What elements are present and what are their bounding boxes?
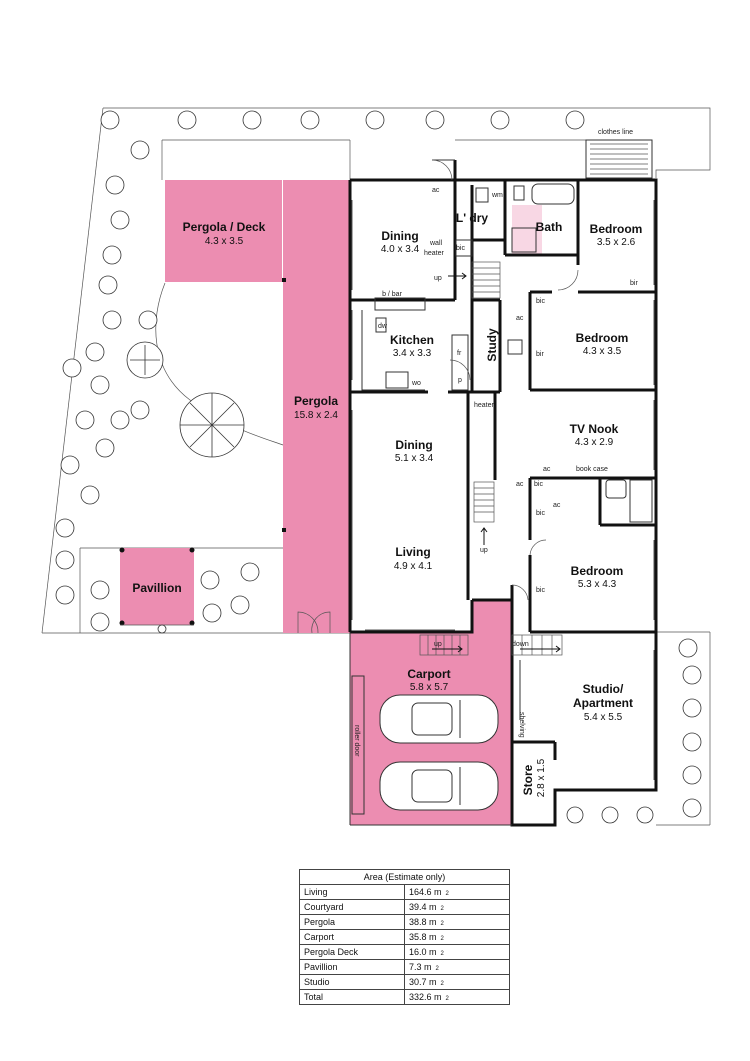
area-label: Courtyard xyxy=(299,899,405,915)
dining-upper-label: Dining xyxy=(381,229,418,243)
kitchen-counter xyxy=(361,297,469,391)
area-value: 38.8 xyxy=(409,917,427,927)
clothes-line: clothes line xyxy=(585,129,653,179)
dw-label: dw xyxy=(378,323,388,330)
bedroom1-label: Bedroom xyxy=(590,222,643,236)
bedroom3-dims: 5.3 x 4.3 xyxy=(578,579,617,590)
bic-label: bic xyxy=(534,481,543,488)
bedroom3-label: Bedroom xyxy=(571,564,624,578)
tree-icon xyxy=(55,110,702,824)
area-value: 16.0 xyxy=(409,947,427,957)
area-label: Pergola Deck xyxy=(299,944,405,960)
area-value: 332.6 xyxy=(409,992,432,1002)
heater-label: heater xyxy=(474,402,495,409)
up-label: up xyxy=(480,547,488,554)
area-value: 35.8 xyxy=(409,932,427,942)
studio-label-line1: Studio/ xyxy=(583,682,624,696)
bic-label: bic xyxy=(456,245,465,252)
carport-label: Carport xyxy=(407,667,450,681)
bedroom1-dims: 3.5 x 2.6 xyxy=(597,237,636,248)
studio-dims: 5.4 x 5.5 xyxy=(584,712,623,723)
dining-lower-label: Dining xyxy=(395,438,432,452)
area-value: 39.4 xyxy=(409,902,427,912)
bic-label: bic xyxy=(536,587,545,594)
pergola-label: Pergola xyxy=(294,394,338,408)
ac-label: ac xyxy=(516,481,524,488)
bic-label: bic xyxy=(536,298,545,305)
pavillion-area xyxy=(120,548,194,625)
area-value: 7.3 xyxy=(409,962,422,972)
bir-label: bir xyxy=(536,351,544,358)
study-label: Study xyxy=(485,328,499,362)
up-label: up xyxy=(434,641,442,648)
shelving-label: shelving xyxy=(518,712,525,738)
b-bar-label: b / bar xyxy=(382,291,403,298)
pergola-dims: 15.8 x 2.4 xyxy=(294,410,338,421)
ac-label: ac xyxy=(516,315,524,322)
up-label: up xyxy=(434,275,442,282)
pergola-area xyxy=(283,180,350,633)
car-icon xyxy=(379,694,499,811)
wall-heater-label-2: heater xyxy=(424,250,445,257)
fr-label: fr xyxy=(457,350,462,357)
area-label: Pergola xyxy=(299,914,405,930)
tree-icon xyxy=(126,341,245,458)
dining-lower-dims: 5.1 x 3.4 xyxy=(395,453,434,464)
ac-label: ac xyxy=(553,502,561,509)
area-value: 164.6 xyxy=(409,887,432,897)
area-label: Studio xyxy=(299,974,405,990)
carport-dims: 5.8 x 5.7 xyxy=(410,682,449,693)
clothes-line-label: clothes line xyxy=(598,129,633,136)
bath-area xyxy=(512,205,542,255)
ac-label: ac xyxy=(432,187,440,194)
bedroom2-label: Bedroom xyxy=(576,331,629,345)
area-label: Carport xyxy=(299,929,405,945)
pergola-deck-area xyxy=(165,180,282,282)
studio-label-line2: Apartment xyxy=(573,696,633,710)
laundry-label: L' dry xyxy=(456,211,489,225)
bir-label: bir xyxy=(630,280,638,287)
stairs xyxy=(419,261,563,656)
tv-nook-label: TV Nook xyxy=(570,422,619,436)
area-table-title: Area (Estimate only) xyxy=(299,869,510,885)
wall-heater-label-1: wall xyxy=(429,240,443,247)
bedroom2-dims: 4.3 x 3.5 xyxy=(583,346,622,357)
roller-door-label: roller door xyxy=(353,725,360,757)
down-label: down xyxy=(512,641,529,648)
wm-label: wm xyxy=(491,192,503,199)
living-dims: 4.9 x 4.1 xyxy=(394,561,433,572)
pergola-deck-label: Pergola / Deck xyxy=(183,220,266,234)
ac-label: ac xyxy=(543,466,551,473)
book-case-label: book case xyxy=(576,466,608,473)
bic-label: bic xyxy=(536,510,545,517)
living-label: Living xyxy=(395,545,430,559)
site-boundary xyxy=(103,107,711,178)
kitchen-label: Kitchen xyxy=(390,333,434,347)
p-label: p xyxy=(458,377,462,384)
store-label: Store xyxy=(521,764,535,795)
bath-label: Bath xyxy=(536,220,563,234)
area-label: Living xyxy=(299,884,405,900)
wo-label: wo xyxy=(411,380,421,387)
pavillion-label: Pavillion xyxy=(132,581,181,595)
store-dims: 2.8 x 1.5 xyxy=(536,758,547,797)
pergola-deck-dims: 4.3 x 3.5 xyxy=(205,236,244,247)
kitchen-dims: 3.4 x 3.3 xyxy=(393,348,432,359)
dining-upper-dims: 4.0 x 3.4 xyxy=(381,244,420,255)
area-label: Total xyxy=(299,989,405,1005)
area-value: 30.7 xyxy=(409,977,427,987)
tv-nook-dims: 4.3 x 2.9 xyxy=(575,437,614,448)
area-label: Pavillion xyxy=(299,959,405,975)
